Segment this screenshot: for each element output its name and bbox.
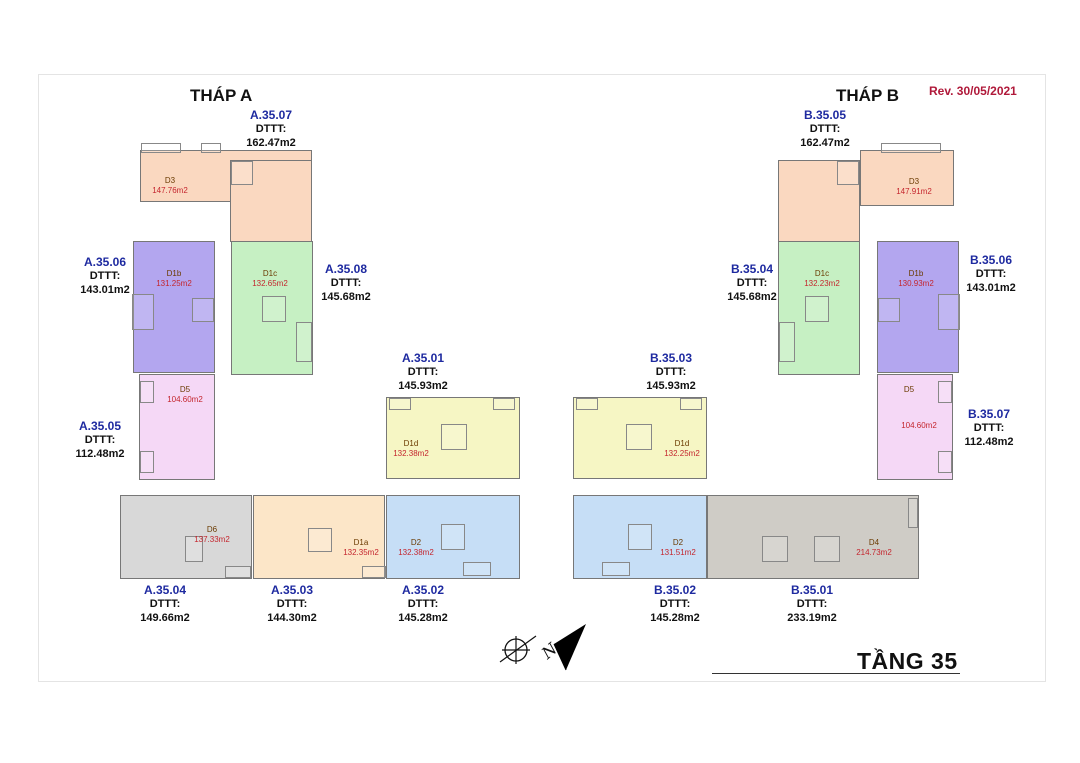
apartment-a3508[interactable] bbox=[231, 241, 313, 375]
apartment-b3506[interactable] bbox=[877, 241, 960, 373]
apartment-b3507[interactable] bbox=[877, 374, 953, 480]
apartment-b3505-wing[interactable] bbox=[860, 143, 954, 206]
apartment-b3503[interactable] bbox=[573, 397, 707, 479]
apartment-a3502[interactable] bbox=[386, 495, 520, 579]
type-label-b3507-type: D5 bbox=[903, 385, 915, 394]
revision-label: Rev. 30/05/2021 bbox=[929, 84, 1017, 98]
apartment-a3501[interactable] bbox=[386, 397, 520, 479]
tower-b-title: THÁP B bbox=[836, 86, 899, 105]
type-label-b3507-area: 104.60m2 bbox=[901, 421, 937, 430]
apartment-a3507-wing[interactable] bbox=[230, 160, 312, 242]
north-arrow-icon: N bbox=[499, 624, 586, 671]
floor-title: TẦNG 35 bbox=[857, 648, 958, 674]
apartment-a3505[interactable] bbox=[139, 374, 215, 480]
apartment-a3506[interactable] bbox=[132, 241, 215, 373]
tower-a-title: THÁP A bbox=[190, 86, 253, 105]
apartment-b3505[interactable] bbox=[778, 160, 860, 242]
apartment-b3501[interactable] bbox=[707, 495, 919, 579]
apartment-b3502[interactable] bbox=[573, 495, 707, 579]
apartment-a3504[interactable] bbox=[120, 495, 252, 579]
apartment-b3504[interactable] bbox=[778, 241, 860, 375]
apartment-a3503[interactable] bbox=[253, 495, 386, 579]
floor-title-underline bbox=[712, 673, 960, 674]
